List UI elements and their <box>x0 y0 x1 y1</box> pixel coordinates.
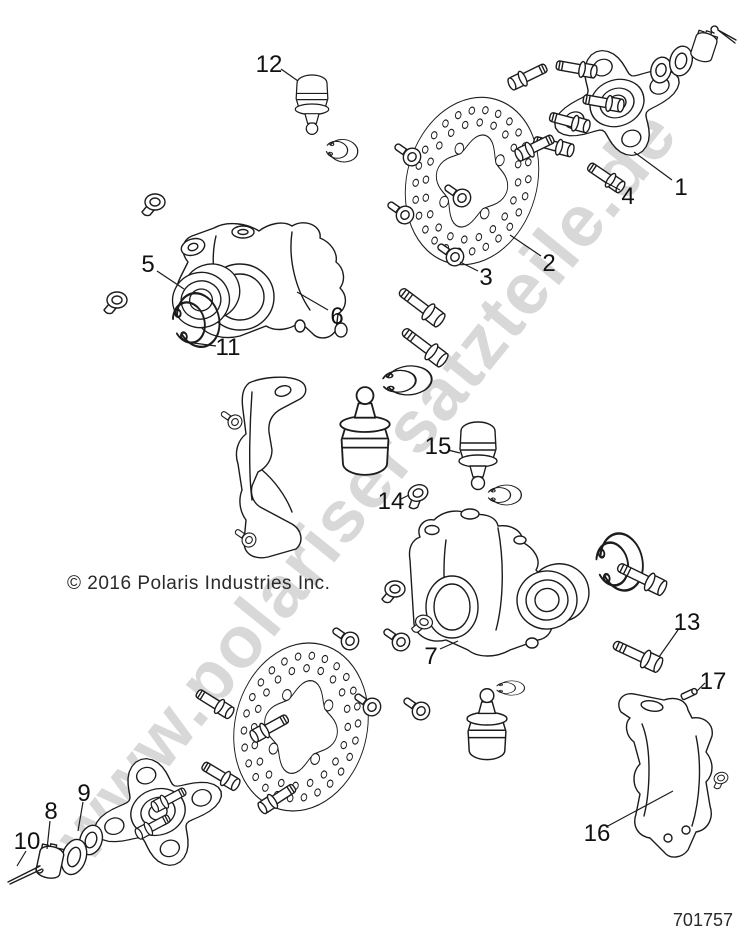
copyright-notice: © 2016 Polaris Industries Inc. <box>67 573 331 594</box>
callout-labels: 1 2 3 4 5 6 7 8 9 10 11 12 13 14 15 16 1… <box>14 51 727 855</box>
callout-7: 7 <box>424 643 437 670</box>
washer-9 <box>60 838 88 876</box>
callout-3: 3 <box>479 264 492 291</box>
castle-nut <box>688 27 720 65</box>
steering-knuckle-right <box>408 508 554 657</box>
callout-13: 13 <box>674 609 701 636</box>
diagram-number: 701757 <box>672 910 733 930</box>
callout-10: 10 <box>14 828 41 855</box>
callout-9: 9 <box>77 780 90 807</box>
callout-11: 11 <box>216 334 241 361</box>
caliper-mount-bracket-16 <box>618 693 713 858</box>
callout-4: 4 <box>621 183 634 210</box>
wheel-stud <box>505 59 551 94</box>
caliper-mount-bracket-left <box>235 376 307 559</box>
disc-screw <box>398 691 434 724</box>
callout-1: 1 <box>674 174 687 201</box>
snap-ring <box>324 136 360 165</box>
flange-bolt <box>613 557 670 599</box>
bracket-screw <box>217 406 246 433</box>
snap-ring <box>590 528 650 597</box>
ball-joint-12 <box>294 74 330 135</box>
disc-screw <box>378 622 414 655</box>
washer <box>650 56 672 84</box>
callout-2: 2 <box>542 250 555 277</box>
plug <box>103 291 128 315</box>
callout-14: 14 <box>378 488 405 515</box>
washer <box>668 45 694 77</box>
cotter-pin <box>710 25 737 44</box>
callout-17: 17 <box>700 668 727 695</box>
ball-joint <box>466 688 508 761</box>
callout-8: 8 <box>44 798 57 825</box>
callout-15: 15 <box>425 433 452 460</box>
cotter-pin-10 <box>7 865 44 885</box>
plug <box>141 193 166 217</box>
flange-bolt-13 <box>609 634 666 676</box>
hub-retention-bottom <box>7 824 104 885</box>
callout-16: 16 <box>584 820 611 847</box>
plug <box>710 770 731 791</box>
flange-bolt <box>394 282 449 331</box>
snap-ring <box>496 680 526 696</box>
callout-12: 12 <box>256 51 283 78</box>
watermark: www.polarisersatzteile.de <box>38 94 693 876</box>
leader-lines <box>16 68 706 867</box>
snap-ring <box>487 484 523 506</box>
callout-6: 6 <box>330 303 343 330</box>
plug <box>381 580 406 604</box>
hub-retention-top <box>650 25 737 84</box>
callout-5: 5 <box>141 251 154 278</box>
dowel-pin-17 <box>680 687 698 701</box>
ball-joint-15 <box>458 421 498 491</box>
